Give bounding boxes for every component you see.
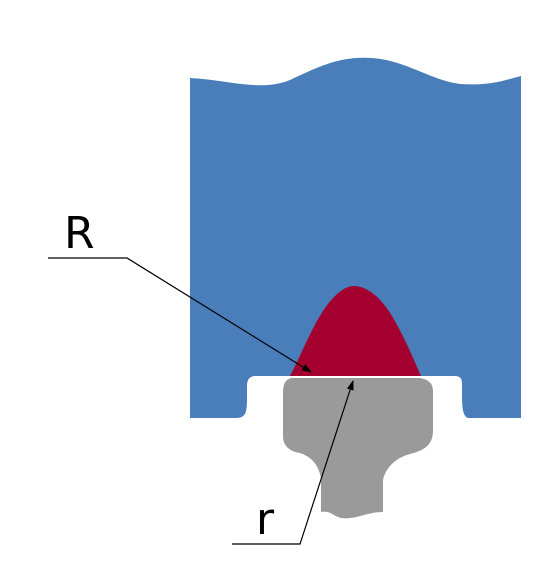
R-leader-line	[48, 257, 312, 373]
r-leader-line	[232, 380, 354, 545]
gray-insert-part	[283, 378, 433, 519]
label-r: r	[256, 494, 275, 545]
label-R: R	[64, 208, 95, 259]
blue-body-part	[190, 57, 521, 418]
red-bell-part	[290, 286, 421, 376]
